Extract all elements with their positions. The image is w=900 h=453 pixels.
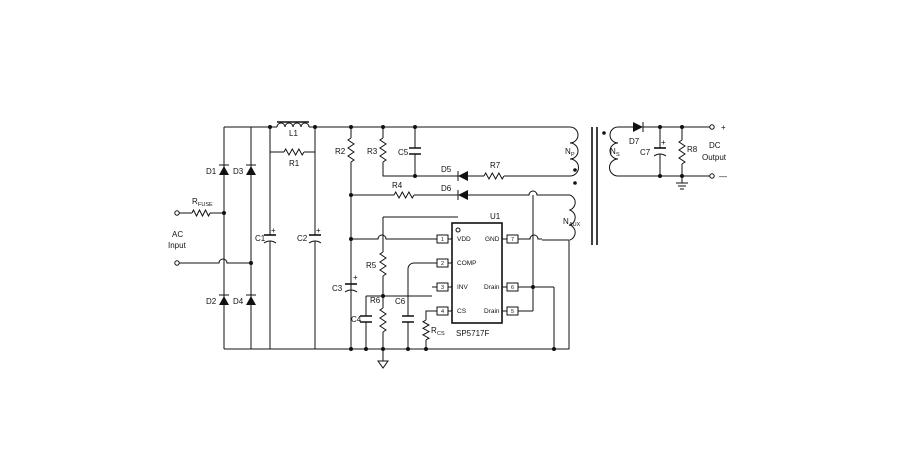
pin4-number: 4 <box>441 309 444 315</box>
pin7-name: GND <box>485 236 500 243</box>
ic-part-label: SP5717F <box>456 329 489 338</box>
r6-resistor <box>379 307 387 333</box>
rcs-resistor <box>421 319 431 341</box>
l1-inductor <box>276 122 310 128</box>
naux-label: N <box>563 217 569 226</box>
rfuse-subscript: FUSE <box>198 202 213 208</box>
c3-label: C3 <box>332 284 343 293</box>
pin5-name: Drain <box>484 308 500 315</box>
r4-label: R4 <box>392 181 403 190</box>
u1-label: U1 <box>490 212 501 221</box>
ac-input-label: Input <box>168 241 187 250</box>
output-minus: — <box>719 172 727 181</box>
d7-label: D7 <box>629 137 640 146</box>
r1-resistor <box>283 147 305 157</box>
r3-label: R3 <box>367 147 378 156</box>
c2-plus: + <box>316 226 321 235</box>
pin3-number: 3 <box>441 285 444 291</box>
pin5-number: 5 <box>511 309 514 315</box>
r7-resistor <box>483 171 505 181</box>
l1-label: L1 <box>289 129 298 138</box>
c1-label: C1 <box>255 234 266 243</box>
pin3-name: INV <box>457 284 469 291</box>
pin6-name: Drain <box>484 284 500 291</box>
ic-u1 <box>432 195 555 349</box>
r3-resistor <box>379 137 387 163</box>
r8-resistor <box>678 139 686 165</box>
pin2-name: COMP <box>457 260 477 267</box>
ac-label: AC <box>172 230 183 239</box>
ns-label: N <box>610 147 616 156</box>
d5-label: D5 <box>441 165 452 174</box>
d4-label: D4 <box>233 297 244 306</box>
pin6-number: 6 <box>511 285 514 291</box>
c7-label: C7 <box>640 148 651 157</box>
d2-label: D2 <box>206 297 217 306</box>
output-stage <box>633 122 715 190</box>
r2-label: R2 <box>335 147 346 156</box>
c2-label: C2 <box>297 234 308 243</box>
c1-plus: + <box>271 226 276 235</box>
d6-label: D6 <box>441 184 452 193</box>
pin2-number: 2 <box>441 261 444 267</box>
ground-symbol <box>377 349 389 369</box>
pin7-number: 7 <box>511 237 514 243</box>
r2-resistor <box>347 137 355 163</box>
rfuse-label: R <box>192 197 198 206</box>
r5-resistor <box>379 251 387 277</box>
d3-label: D3 <box>233 167 244 176</box>
rcs-subscript: CS <box>437 331 445 337</box>
r5-label: R5 <box>366 261 377 270</box>
snubber <box>347 125 570 349</box>
rcs-label: R <box>431 326 437 335</box>
r7-label: R7 <box>490 161 501 170</box>
c3-plus: + <box>353 273 358 282</box>
rfuse-resistor <box>191 208 211 218</box>
pi-filter <box>224 121 570 349</box>
d1-label: D1 <box>206 167 217 176</box>
c5-label: C5 <box>398 148 409 157</box>
transformer <box>568 126 710 245</box>
r1-label: R1 <box>289 159 300 168</box>
np-label: N <box>565 147 571 156</box>
ns-subscript: S <box>616 152 620 158</box>
ac-input-terminals <box>174 208 251 266</box>
np-subscript: P <box>571 152 575 158</box>
pin4-name: CS <box>457 308 467 315</box>
aux-supply <box>344 190 570 351</box>
c6-label: C6 <box>395 297 406 306</box>
r4-resistor <box>393 190 415 200</box>
c7-plus: + <box>661 138 666 147</box>
r8-label: R8 <box>687 145 698 154</box>
naux-subscript: AUX <box>569 222 581 228</box>
bridge-rectifier <box>219 127 256 349</box>
pin1-number: 1 <box>441 237 444 243</box>
dc-output-label: Output <box>702 153 727 162</box>
ground-rail <box>224 239 570 350</box>
c4-label: C4 <box>351 315 362 324</box>
dc-label: DC <box>709 141 721 150</box>
pin1-name: VDD <box>457 236 471 243</box>
r6-label: R6 <box>370 296 381 305</box>
output-plus: + <box>721 123 726 132</box>
